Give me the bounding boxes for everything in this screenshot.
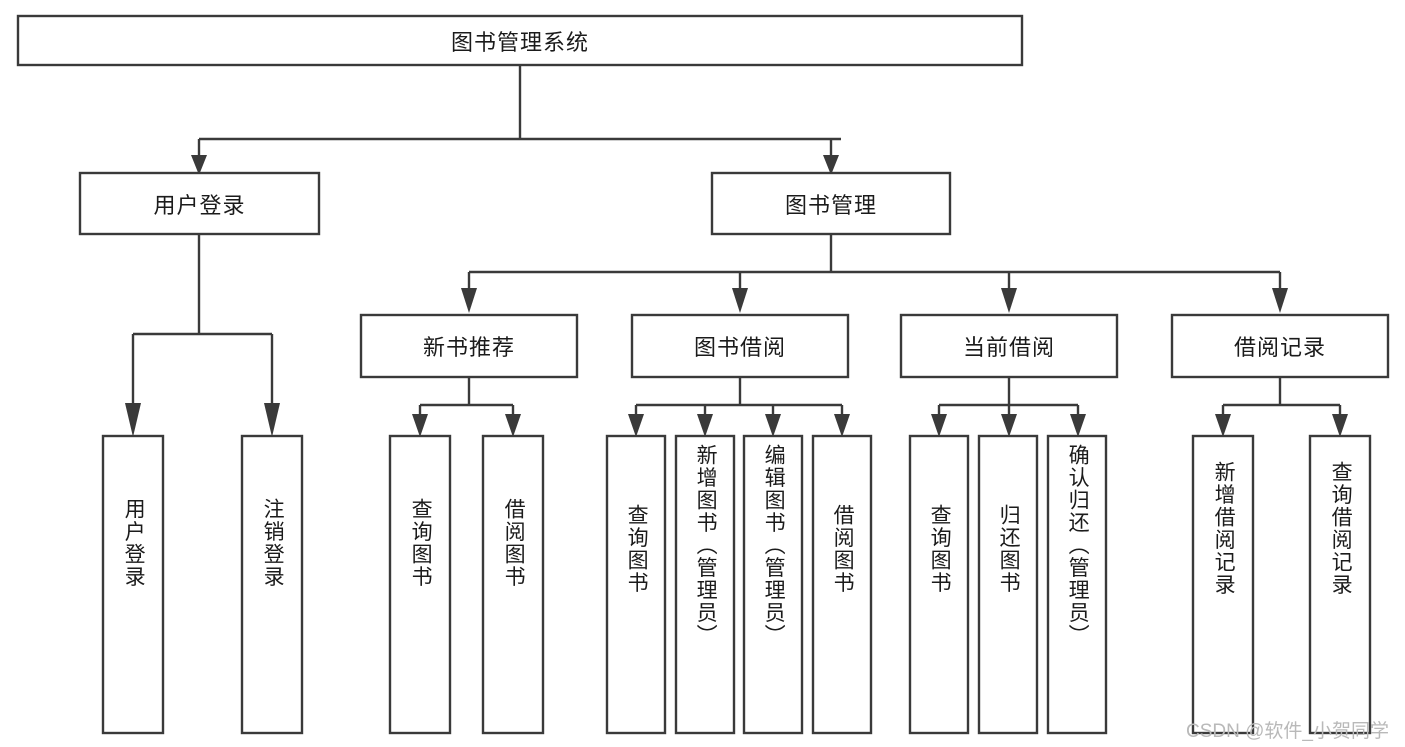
node-box-leaf-new-book-0[interactable]: [388, 434, 452, 735]
node-box-leaf-user-login-0[interactable]: [101, 434, 165, 735]
node-box-new-book-recommend[interactable]: [359, 313, 579, 379]
arrow-to-book-borrow: [732, 288, 748, 313]
arrow-root-to-user-login: [191, 155, 207, 175]
node-box-leaf-book-borrow-2[interactable]: [742, 434, 804, 735]
node-box-leaf-user-login-1[interactable]: [240, 434, 304, 735]
arrow-borrowrecord-leaf-1: [1215, 414, 1231, 437]
node-box-leaf-current-borrow-0[interactable]: [908, 434, 970, 735]
node-box-leaf-current-borrow-2[interactable]: [1046, 434, 1108, 735]
node-box-book-borrow[interactable]: [630, 313, 850, 379]
node-box-leaf-borrow-record-1[interactable]: [1308, 434, 1372, 735]
arrow-root-to-book-manage: [823, 155, 839, 175]
arrow-newbook-leaf-2: [505, 414, 521, 437]
node-box-leaf-book-borrow-1[interactable]: [674, 434, 736, 735]
arrow-currentborrow-leaf-1: [931, 414, 947, 437]
arrow-bookborrow-leaf-2: [697, 414, 713, 437]
node-box-book-manage[interactable]: [710, 171, 952, 236]
arrow-borrowrecord-leaf-2: [1332, 414, 1348, 437]
arrow-to-borrow-record: [1272, 288, 1288, 313]
arrow-currentborrow-leaf-2: [1001, 414, 1017, 437]
node-layer: [16, 14, 1390, 735]
connector-layer: [125, 65, 1348, 437]
arrow-userlogin-leaf-1: [125, 403, 141, 437]
node-box-leaf-new-book-1[interactable]: [481, 434, 545, 735]
node-box-root[interactable]: [16, 14, 1024, 67]
arrow-currentborrow-leaf-3: [1070, 414, 1086, 437]
node-box-borrow-record[interactable]: [1170, 313, 1390, 379]
node-box-user-login[interactable]: [78, 171, 321, 236]
node-box-current-borrow[interactable]: [899, 313, 1119, 379]
arrow-bookborrow-leaf-1: [628, 414, 644, 437]
node-box-leaf-book-borrow-0[interactable]: [605, 434, 667, 735]
node-box-leaf-current-borrow-1[interactable]: [977, 434, 1039, 735]
node-box-leaf-borrow-record-0[interactable]: [1191, 434, 1255, 735]
arrow-to-current-borrow: [1001, 288, 1017, 313]
arrow-newbook-leaf-1: [412, 414, 428, 437]
arrow-bookborrow-leaf-3: [765, 414, 781, 437]
arrow-to-new-book-recommend: [461, 288, 477, 313]
arrow-bookborrow-leaf-4: [834, 414, 850, 437]
arrow-userlogin-leaf-2: [264, 403, 280, 437]
node-box-leaf-book-borrow-3[interactable]: [811, 434, 873, 735]
